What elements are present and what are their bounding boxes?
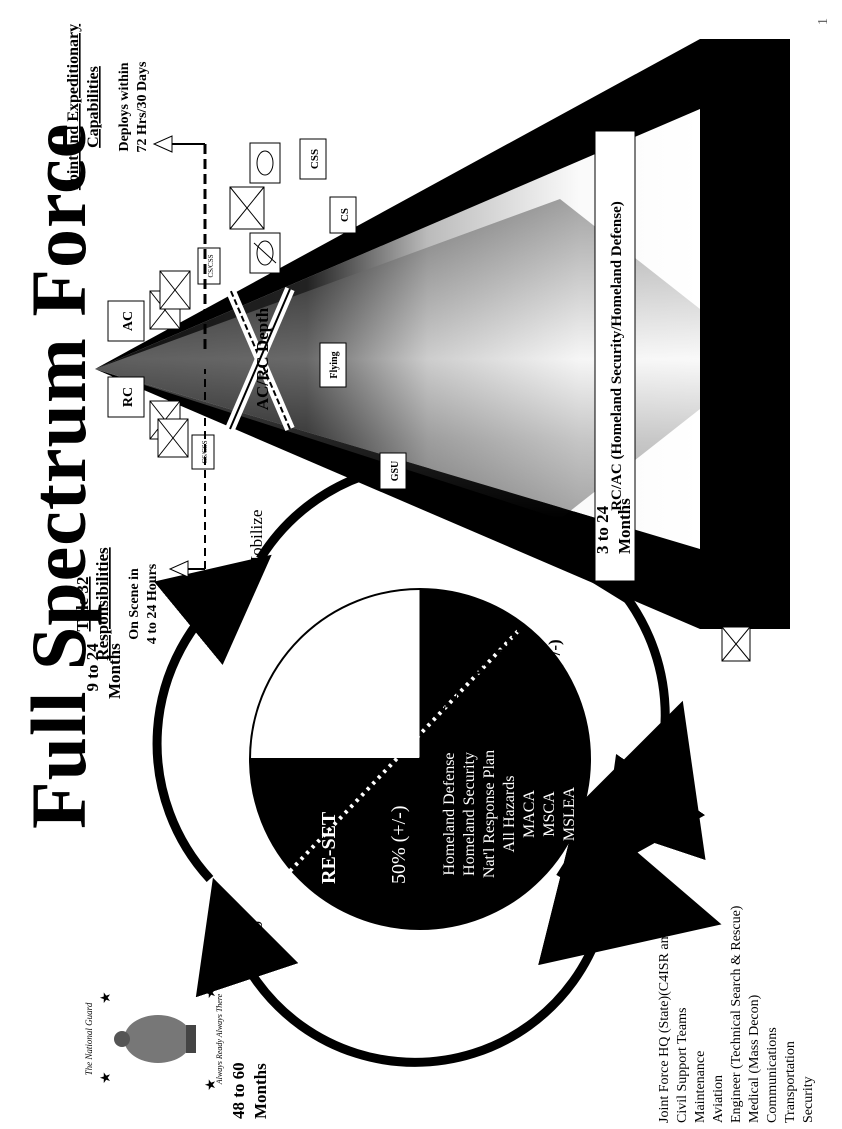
reset-items-list: Homeland Defense Homeland Security Nat'l…: [440, 739, 580, 889]
list-item: Nat'l Response Plan: [481, 749, 498, 879]
list-item: MACA: [521, 790, 538, 839]
force-pyramid: RC/AC (Homeland Security/Homeland Defens…: [95, 39, 790, 662]
capabilities-list: Joint Force HQ (State)(C4ISR and RSOI) C…: [656, 889, 818, 1123]
title32-heading-1: Title 32: [73, 577, 92, 632]
list-item: Homeland Security: [461, 752, 478, 876]
list-item: Transportation: [783, 1041, 798, 1123]
response-timeline: [152, 135, 207, 578]
list-item: Maintenance: [693, 1050, 708, 1123]
flying-label: Flying: [329, 351, 340, 378]
list-item: Engineer (Technical Search & Rescue): [729, 905, 744, 1123]
set-label: SET: [440, 691, 462, 729]
star-icon: ★: [204, 1078, 219, 1091]
national-guard-seal: ★ ★ ★ ★ The National Guard Always Ready …: [84, 982, 224, 1096]
list-item: Communications: [765, 1027, 780, 1123]
unit-symbol-icon: [149, 270, 191, 330]
list-item: Enhanced Pool: [471, 636, 488, 739]
demob-label: Demob: [247, 921, 266, 971]
list-item: MSLEA: [561, 786, 578, 842]
months-reset-label: 48 to 60 Months: [229, 1062, 270, 1119]
joint-block: Joint and Expeditionary Capabilities Dep…: [65, 24, 150, 190]
list-item: Security: [801, 1076, 816, 1123]
list-item: Medical (Mass Decon): [747, 994, 762, 1123]
unit-symbol-icon: [229, 186, 265, 230]
star-icon: ★: [99, 991, 114, 1004]
set-percent: 25% (+/-): [545, 639, 564, 709]
unit-symbol-icon: [149, 400, 189, 458]
months-mobilize-label: 3 to 24 Months: [593, 498, 634, 554]
seal-top-text: The National Guard: [84, 1002, 94, 1075]
title32-block: Title 32 Responsibilities On Scene in 4 …: [73, 547, 160, 661]
joint-line-2: 72 Hrs/30 Days: [135, 61, 150, 153]
pyramid-base-label: RC/AC (Homeland Security/Homeland Defens…: [609, 201, 625, 511]
title32-line-2: 4 to 24 Hours: [145, 563, 160, 644]
mobilize-label: Mobilize: [247, 510, 266, 571]
unit-symbol-icon: [249, 232, 281, 274]
months-set-label: 9 to 24 Months: [83, 643, 124, 699]
set-items-list: Enhanced Pool Intensive Training Getting…: [470, 614, 530, 739]
seal-bottom-text: Always Ready Always There: [215, 993, 224, 1085]
unit-symbol-icon: [721, 626, 751, 662]
cs-css-label-ac: CS/CSS: [207, 254, 215, 277]
joint-line-1: Deploys within: [117, 62, 132, 151]
star-icon: ★: [99, 1071, 114, 1084]
list-item: Homeland Defense: [441, 752, 458, 876]
list-item: MSCA: [541, 791, 558, 837]
unit-symbol-icon: [249, 142, 281, 184]
title32-heading-2: Responsibilities: [93, 547, 112, 661]
css-label: CSS: [309, 149, 321, 169]
ac-label: AC: [121, 311, 136, 331]
joint-heading-2: Capabilities: [85, 66, 102, 148]
reset-percent: 50% (+/-): [388, 805, 410, 884]
cs-label: CS: [339, 208, 351, 222]
gsu-label: GSU: [390, 461, 401, 482]
title32-line-1: On Scene in: [127, 568, 142, 640]
list-item: All Hazards: [501, 775, 518, 853]
list-item: Aviation: [711, 1075, 726, 1123]
list-item: Civil Support Teams: [675, 1007, 690, 1123]
joint-heading-1: Joint and Expeditionary: [65, 24, 82, 190]
list-item: Getting Ready: [511, 639, 528, 739]
list-item: Joint Force HQ (State)(C4ISR and RSOI): [657, 889, 672, 1123]
reset-label: RE-SET: [318, 811, 340, 884]
ac-rc-depth-label: AC/RC Depth: [253, 307, 272, 410]
list-item: Intensive Training: [491, 613, 508, 739]
rc-label: RC: [121, 387, 136, 407]
